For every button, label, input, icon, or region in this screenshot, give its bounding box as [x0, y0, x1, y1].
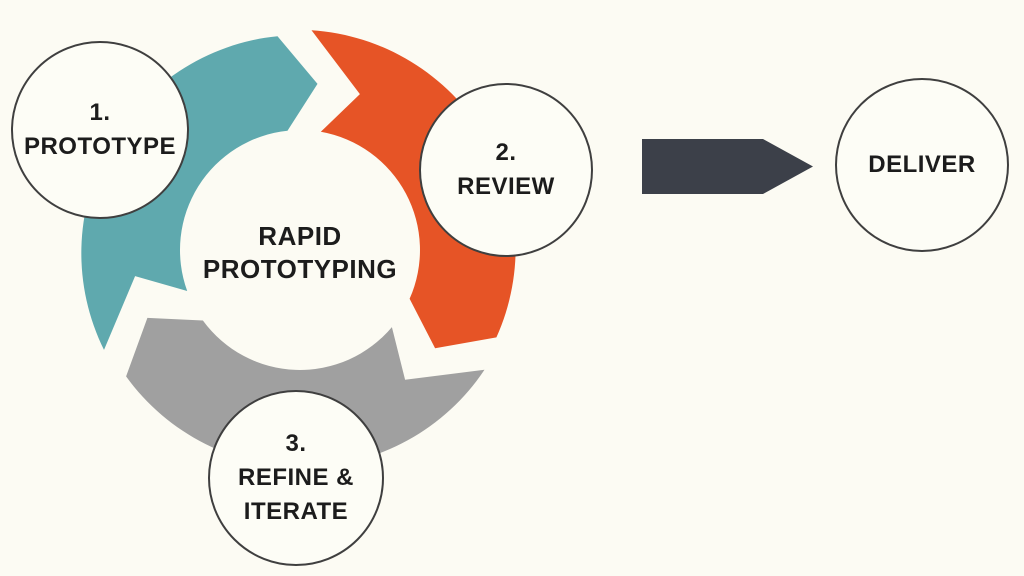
deliver-circle: DELIVER — [835, 78, 1009, 252]
step-label: REVIEW — [457, 173, 555, 200]
cycle-center-title-line: RAPID — [258, 221, 342, 251]
step-label: ITERATE — [243, 498, 349, 525]
deliver-arrow-icon — [642, 139, 813, 194]
step-circle-refine-iterate: 3. REFINE & ITERATE — [208, 390, 384, 566]
step-circle-prototype: 1. PROTOTYPE — [11, 41, 189, 219]
step-number: 1. — [89, 99, 111, 126]
cycle-center-title-line: PROTOTYPING — [202, 254, 398, 284]
step-label: REFINE & — [237, 464, 354, 491]
step-number: 3. — [285, 430, 307, 457]
step-circle-review: 2. REVIEW — [419, 83, 593, 257]
step-label: PROTOTYPE — [23, 133, 177, 160]
step-number: 2. — [495, 139, 517, 166]
deliver-label: DELIVER — [868, 151, 976, 178]
cycle-center-title: RAPID PROTOTYPING — [165, 207, 435, 299]
